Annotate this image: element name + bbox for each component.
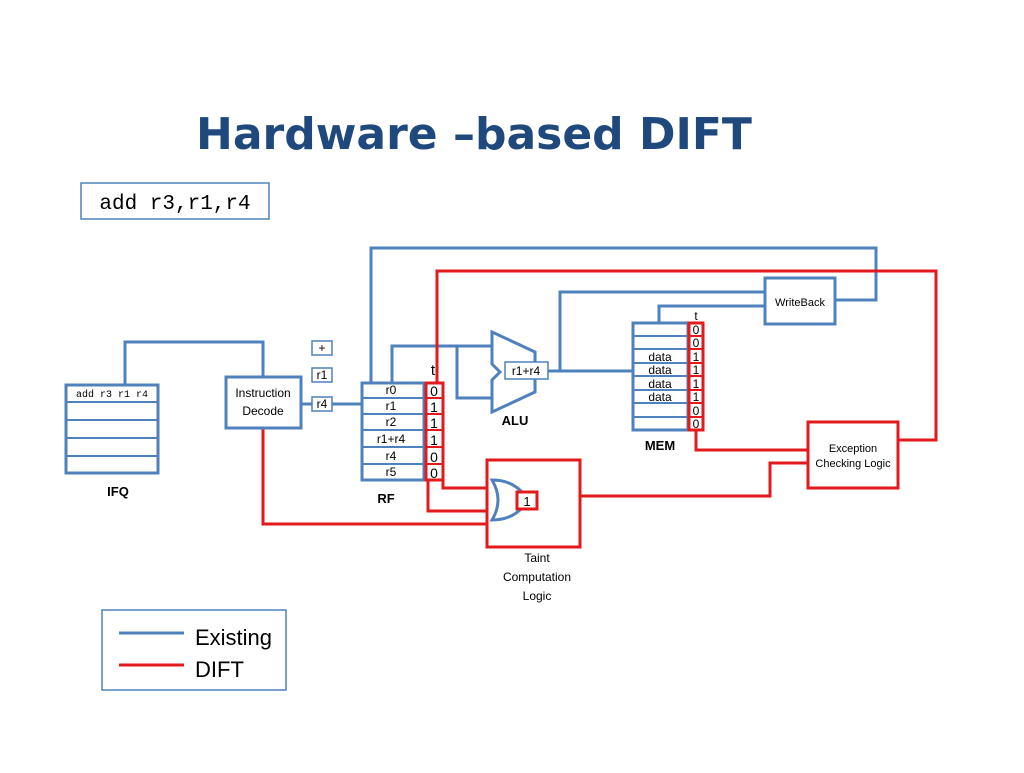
rf-alu-wire-a	[390, 344, 492, 398]
decode-label-line2: Decode	[242, 404, 284, 418]
writeback-box	[763, 276, 837, 326]
mem-row: data	[648, 390, 672, 404]
rf-alu-wire-b	[455, 346, 492, 400]
operand-src2: r4	[317, 397, 328, 411]
existing-wires	[123, 246, 878, 406]
rf-tag: 1	[430, 399, 438, 415]
rf-reg: r1	[386, 399, 397, 413]
taint-computation-logic: 1 Taint Computation Logic	[485, 458, 582, 603]
instruction-box	[80, 182, 270, 220]
mem-tag: 0	[693, 417, 700, 431]
exception-box	[806, 420, 900, 490]
decode-label-line1: Instruction	[235, 386, 290, 400]
legend: Existing DIFT	[101, 609, 287, 691]
mem-tag: 1	[693, 363, 700, 377]
register-file: r0 r1 r2 r1+r4 r4 r5 t 0 1 1 1 0 0 RF	[360, 362, 445, 506]
writeback-label: WriteBack	[775, 297, 825, 309]
mem-label: MEM	[645, 438, 675, 453]
exception-checking-logic: Exception Checking Logic	[806, 420, 900, 490]
mem-tag-header: t	[694, 309, 698, 323]
instruction-decode: Instruction Decode	[224, 375, 303, 430]
mem-row: data	[648, 350, 672, 364]
page-title: Hardware –based DIFT	[196, 109, 752, 160]
ifq-entry: add r3 r1 r4	[76, 389, 148, 401]
mem-tag: 0	[693, 336, 700, 350]
mem-tag: 1	[693, 390, 700, 404]
rf-taint-wire-a	[441, 480, 497, 490]
rf-reg: r4	[386, 449, 397, 463]
rf-tag: 1	[430, 432, 438, 448]
mem-row: data	[648, 363, 672, 377]
dift-wires	[261, 269, 938, 526]
taint-label-line3: Logic	[523, 589, 552, 603]
instruction-text: add r3,r1,r4	[99, 193, 250, 216]
rf-tag: 0	[430, 449, 438, 465]
rf-tag: 1	[430, 415, 438, 431]
writeback-rf-wire	[369, 246, 878, 383]
rf-tag-column	[424, 381, 445, 482]
exception-label-line2: Checking Logic	[815, 458, 891, 470]
rf-reg: r0	[386, 383, 397, 397]
mem-exception-wire	[694, 430, 808, 452]
rf-label: RF	[377, 491, 394, 506]
alu-output: r1+r4	[512, 364, 541, 378]
legend-box	[101, 609, 287, 691]
memory: data data data data t 0 0 1 1 1 1 0 0 ME…	[631, 309, 705, 453]
rf-reg: r2	[386, 415, 397, 429]
taint-rf-loop-wire	[435, 269, 938, 442]
mem-tag: 0	[693, 404, 700, 418]
decode-taint-wire	[261, 428, 492, 526]
taint-label-line2: Computation	[503, 570, 571, 584]
ifq-label: IFQ	[107, 484, 129, 499]
operand-src1: r1	[317, 368, 328, 382]
writeback: WriteBack	[763, 276, 837, 326]
decode-box	[224, 375, 303, 430]
alu-writeback-wire	[558, 290, 765, 371]
alu-label: ALU	[502, 413, 529, 428]
mem-tag: 1	[693, 350, 700, 364]
ifq-box	[64, 383, 160, 475]
rf-reg: r1+r4	[377, 432, 406, 446]
taint-label-line1: Taint	[524, 551, 550, 565]
rf-tag: 0	[430, 383, 438, 399]
operand-op: +	[318, 341, 325, 355]
rf-reg: r5	[386, 465, 397, 479]
mem-row: data	[648, 377, 672, 391]
mem-writeback-wire	[657, 304, 765, 323]
mem-tag: 1	[693, 377, 700, 391]
taint-exception-wire	[580, 461, 808, 498]
operands: + r1 r4	[311, 340, 333, 412]
alu: r1+r4 ALU	[490, 329, 549, 428]
ifq: add r3 r1 r4 IFQ	[64, 383, 160, 499]
ifq-decode-wire	[123, 340, 265, 387]
legend-dift-label: DIFT	[195, 657, 244, 682]
rf-tag: 0	[430, 465, 438, 481]
rf-taint-wire-b	[426, 480, 497, 513]
rf-tag-header: t	[431, 362, 436, 379]
mem-tag: 0	[693, 323, 700, 337]
legend-existing-label: Existing	[195, 625, 272, 650]
taint-value: 1	[523, 494, 530, 509]
exception-label-line1: Exception	[829, 443, 877, 455]
